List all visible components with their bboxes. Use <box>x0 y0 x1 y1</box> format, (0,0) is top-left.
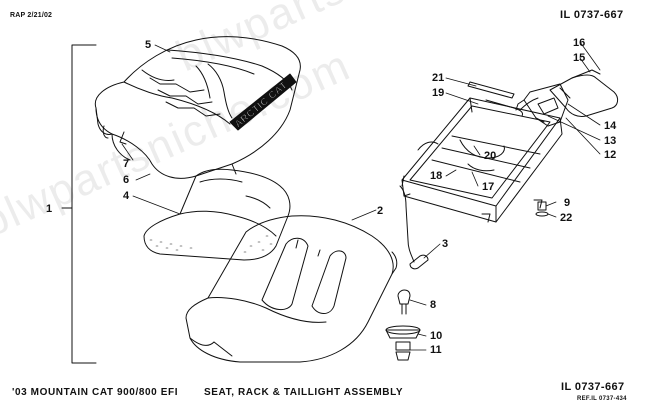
callout-2: 2 <box>377 205 383 217</box>
callout-numbers: 1 2 3 4 5 6 7 8 9 10 11 12 13 14 15 16 1… <box>46 37 617 356</box>
model-label: '03 MOUNTAIN CAT 900/800 EFI <box>12 387 179 398</box>
assembly-title: SEAT, RACK & TAILLIGHT ASSEMBLY <box>204 387 404 398</box>
callout-21: 21 <box>432 72 444 84</box>
wire-harness <box>399 97 539 263</box>
callout-8: 8 <box>430 299 436 311</box>
reference-id: REF.IL 0737-434 <box>577 396 627 402</box>
harness-clip <box>409 254 429 270</box>
leader-lines <box>121 41 601 351</box>
callout-3: 3 <box>442 238 448 250</box>
callout-18: 18 <box>430 170 442 182</box>
callout-1: 1 <box>46 203 52 215</box>
revision-stamp: RAP 2/21/02 <box>10 12 53 19</box>
illustration-id-bottom: IL 0737-667 <box>561 381 625 393</box>
callout-9: 9 <box>564 197 570 209</box>
seat-base <box>185 215 398 363</box>
fastener-stack <box>385 289 421 361</box>
seat-foam <box>143 168 291 261</box>
watermark-text-top: blwpartsniche.com <box>169 0 553 81</box>
watermark: blwpartsniche.com blwpartsniche.com <box>0 0 553 247</box>
taillight-assembly <box>515 69 619 127</box>
rack-hardware <box>535 201 549 217</box>
callout-15: 15 <box>573 52 585 64</box>
callout-7: 7 <box>123 158 129 170</box>
callout-5: 5 <box>145 39 151 51</box>
callout-10: 10 <box>430 330 442 342</box>
callout-22: 22 <box>560 212 572 224</box>
callout-14: 14 <box>604 120 617 132</box>
callout-20: 20 <box>484 150 496 162</box>
callout-17: 17 <box>482 181 494 193</box>
illustration-id-top: IL 0737-667 <box>560 9 624 21</box>
callout-4: 4 <box>123 190 130 202</box>
callout-16: 16 <box>573 37 585 49</box>
callout-11: 11 <box>430 344 442 356</box>
seat-assembly-bracket <box>61 44 97 364</box>
luggage-rack <box>401 81 563 223</box>
callout-19: 19 <box>432 87 444 99</box>
callout-6: 6 <box>123 174 129 186</box>
callout-13: 13 <box>604 135 616 147</box>
callout-12: 12 <box>604 149 616 161</box>
